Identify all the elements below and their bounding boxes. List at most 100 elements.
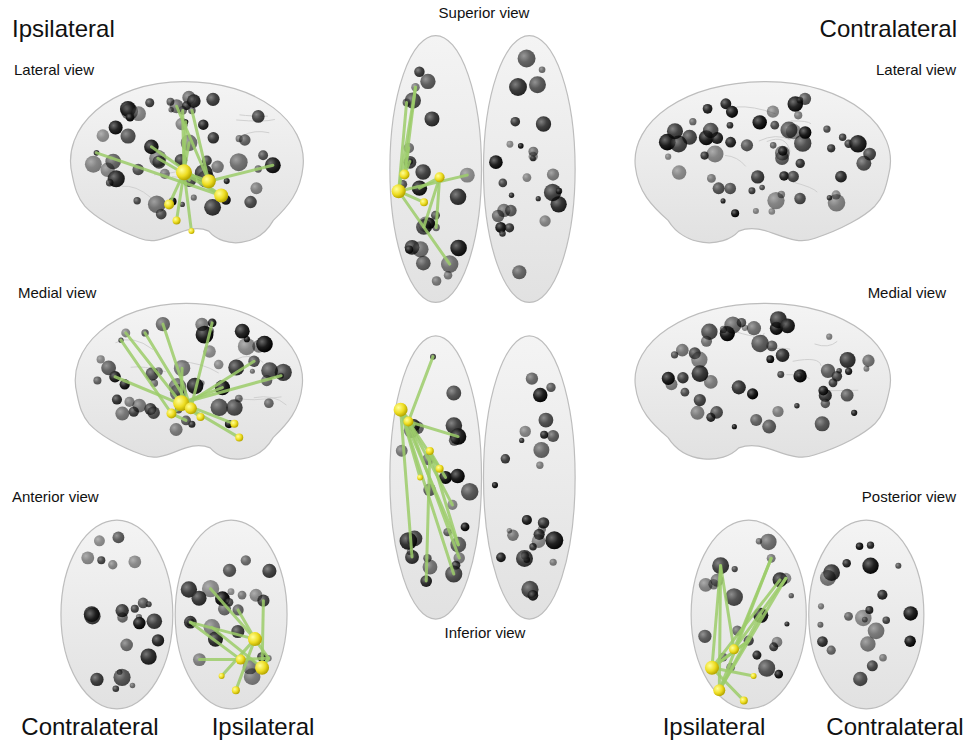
brain-node bbox=[191, 195, 197, 201]
hemisphere-outline bbox=[61, 520, 173, 709]
brain-view bbox=[635, 82, 890, 243]
brain-node bbox=[784, 621, 789, 626]
brain-view bbox=[61, 520, 287, 709]
brain-node bbox=[727, 122, 734, 129]
brain-node bbox=[262, 564, 276, 578]
seed-node bbox=[436, 465, 444, 473]
brain-node bbox=[496, 553, 506, 563]
brain-outline bbox=[75, 303, 302, 459]
view-label: Medial view bbox=[868, 285, 946, 302]
brain-node bbox=[787, 96, 803, 112]
brain-node bbox=[414, 67, 424, 77]
seed-node bbox=[219, 673, 225, 679]
brain-node bbox=[741, 139, 753, 151]
sulcus-line bbox=[815, 341, 838, 346]
brain-node bbox=[512, 265, 526, 279]
brain-view bbox=[635, 303, 890, 459]
brain-node bbox=[538, 517, 549, 528]
side-label: Contralateral bbox=[21, 714, 158, 740]
brain-node bbox=[703, 104, 713, 114]
hemisphere-outline bbox=[691, 520, 806, 709]
brain-node bbox=[214, 360, 224, 370]
brain-node bbox=[895, 563, 901, 569]
brain-node bbox=[532, 534, 546, 548]
brain-node bbox=[131, 605, 139, 613]
view-label: Lateral view bbox=[14, 62, 94, 79]
brain-node bbox=[753, 208, 759, 214]
connectivity-line bbox=[171, 361, 254, 413]
brain-node bbox=[713, 182, 725, 194]
seed-node bbox=[236, 655, 246, 665]
brain-node bbox=[536, 196, 541, 201]
brain-outline bbox=[635, 82, 890, 243]
hemisphere-outline bbox=[809, 520, 924, 709]
brain-node bbox=[405, 245, 413, 253]
brain-node bbox=[544, 184, 561, 201]
brain-node bbox=[188, 421, 195, 428]
brain-node bbox=[903, 606, 917, 620]
sulcus-line bbox=[725, 155, 746, 166]
brain-view bbox=[75, 303, 302, 459]
brain-node bbox=[492, 210, 504, 222]
brain-node bbox=[818, 603, 824, 609]
brain-node bbox=[147, 613, 163, 629]
seed-node bbox=[417, 475, 423, 481]
brain-node bbox=[507, 528, 512, 533]
brain-node bbox=[690, 406, 704, 420]
brain-node bbox=[450, 240, 467, 257]
brain-node bbox=[732, 424, 737, 429]
seed-node bbox=[713, 684, 725, 696]
brain-node bbox=[793, 369, 806, 382]
brain-node bbox=[701, 336, 712, 347]
brain-node bbox=[818, 386, 828, 396]
brain-node bbox=[187, 94, 201, 108]
brain-node bbox=[536, 462, 543, 469]
brain-node bbox=[826, 334, 832, 340]
brain-node bbox=[415, 164, 431, 180]
brain-node bbox=[780, 318, 795, 333]
brain-node bbox=[842, 559, 850, 567]
seed-node bbox=[392, 184, 406, 198]
brain-node bbox=[724, 183, 736, 195]
brain-node bbox=[770, 121, 779, 130]
brain-node bbox=[844, 612, 853, 621]
brain-node bbox=[256, 336, 273, 353]
brain-node bbox=[244, 196, 256, 208]
seed-node bbox=[394, 403, 408, 417]
connectivity-line bbox=[209, 165, 273, 181]
brain-node bbox=[699, 578, 713, 592]
brain-node bbox=[235, 324, 250, 339]
seed-node bbox=[235, 434, 243, 442]
brain-node bbox=[797, 97, 803, 103]
brain-node bbox=[726, 106, 738, 118]
brain-node bbox=[752, 651, 761, 660]
brain-node bbox=[820, 570, 836, 586]
brain-node bbox=[540, 431, 548, 439]
brain-node bbox=[862, 617, 868, 623]
brain-node bbox=[879, 654, 887, 662]
brain-node bbox=[536, 116, 551, 131]
brain-node bbox=[758, 660, 775, 677]
brain-node bbox=[518, 50, 536, 68]
brain-node bbox=[420, 74, 435, 89]
brain-node bbox=[827, 144, 835, 152]
brain-node bbox=[732, 566, 738, 572]
brain-node bbox=[81, 551, 94, 564]
brain-node bbox=[115, 407, 129, 421]
brain-node bbox=[827, 195, 832, 200]
brain-node bbox=[796, 159, 805, 168]
brain-node bbox=[547, 168, 559, 180]
brain-node bbox=[770, 142, 777, 149]
brain-node bbox=[416, 256, 431, 271]
brain-node bbox=[519, 438, 524, 443]
brain-node bbox=[112, 395, 122, 405]
brain-node bbox=[904, 635, 915, 646]
brain-node bbox=[113, 669, 130, 686]
view-label: Medial view bbox=[18, 285, 96, 302]
brain-node bbox=[501, 454, 510, 463]
brain-node bbox=[206, 93, 219, 106]
brain-node bbox=[516, 550, 533, 567]
connectivity-line bbox=[719, 578, 786, 690]
connectivity-line bbox=[719, 566, 720, 691]
